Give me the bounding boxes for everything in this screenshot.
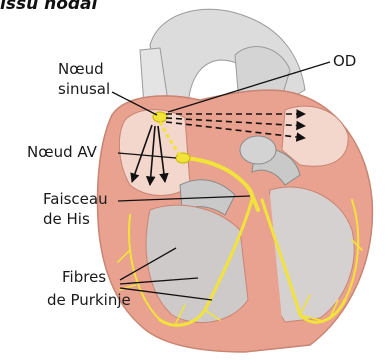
label-faisceau-line2: de His [43, 210, 90, 229]
left-atrium-cavity [282, 106, 348, 166]
label-od: OD [333, 52, 356, 71]
label-noeud-av: Nœud AV [27, 143, 97, 162]
label-purkinje-line2: de Purkinje [47, 291, 131, 310]
label-faisceau-line1: Faisceau [43, 190, 108, 209]
label-noeud-sinusal-line1: Nœud [58, 60, 104, 79]
valve-aortic [240, 136, 276, 164]
label-purkinje-line1: Fibres [62, 268, 106, 287]
label-noeud-sinusal-line2: sinusal [58, 80, 110, 99]
